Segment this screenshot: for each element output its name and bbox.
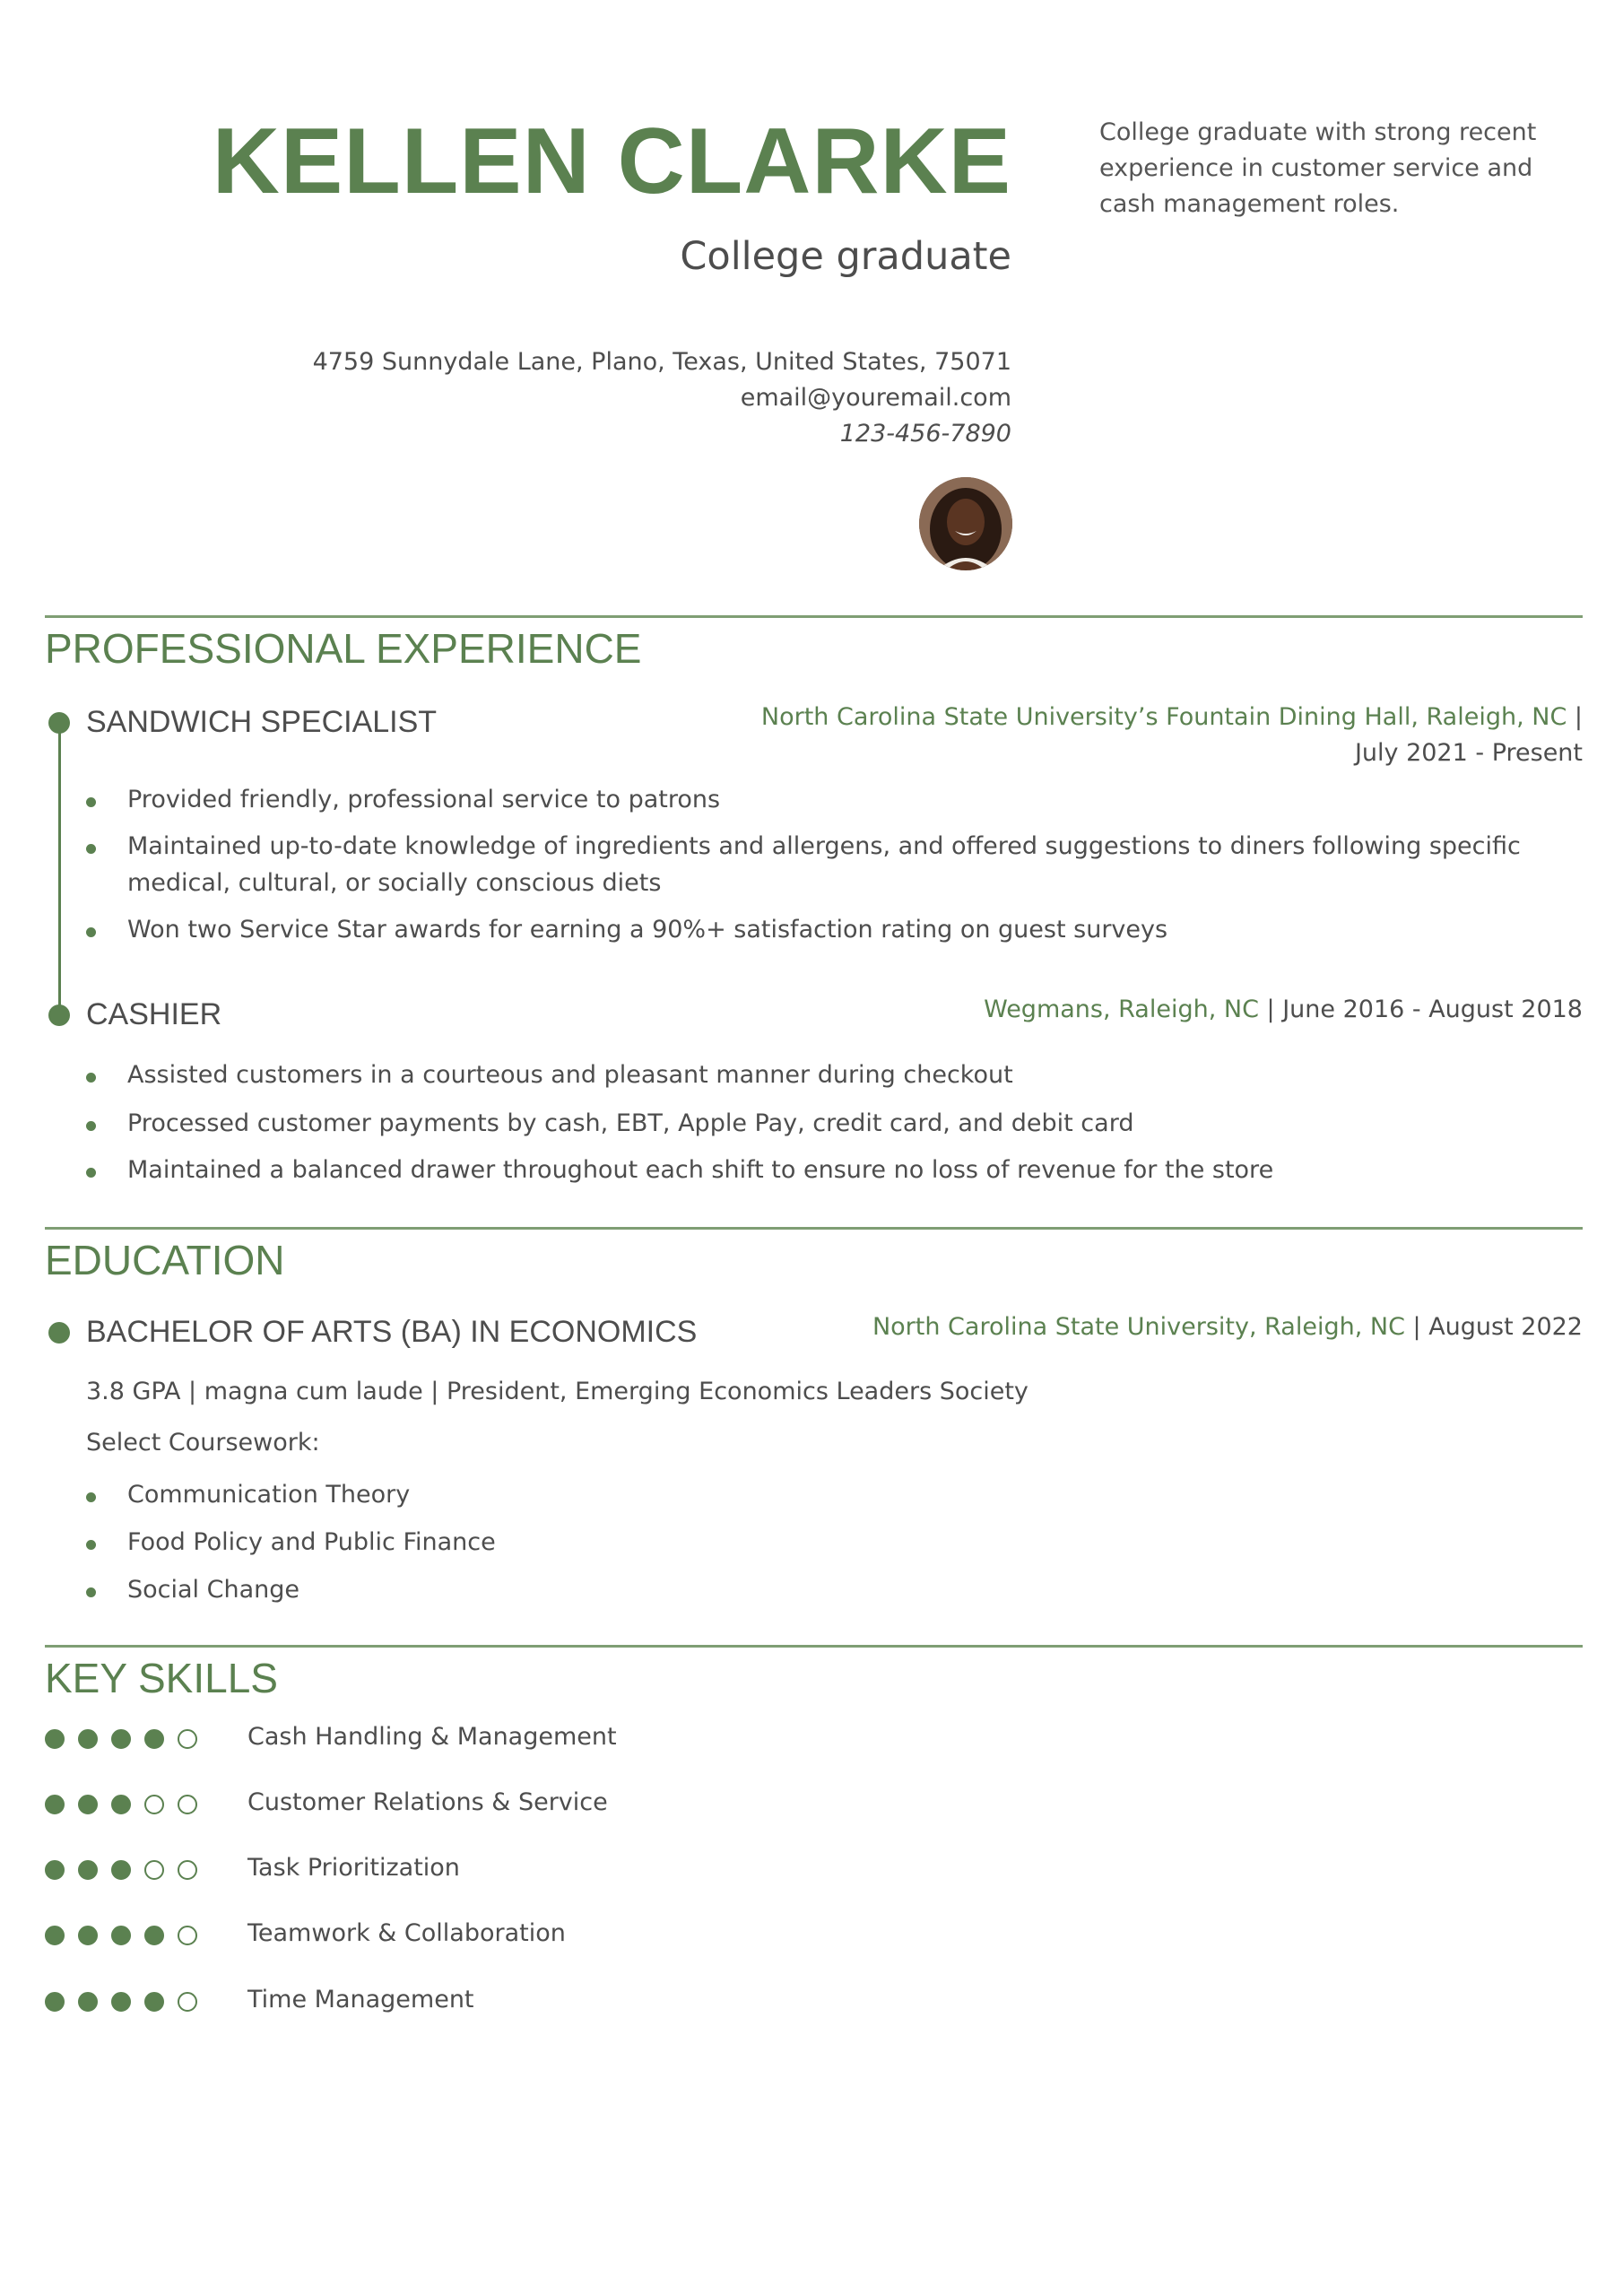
rating-dot-filled (78, 1926, 98, 1945)
list-item: Processed customer payments by cash, EBT… (86, 1105, 1584, 1142)
profile-photo-image (919, 477, 1012, 570)
job-title: CASHIER (86, 997, 222, 1031)
section-title-education: EDUCATION (45, 1237, 285, 1283)
skill-label: Customer Relations & Service (247, 1788, 608, 1816)
education-meta: North Carolina State University, Raleigh… (872, 1309, 1583, 1345)
section-divider (45, 615, 1583, 618)
skill-label: Teamwork & Collaboration (247, 1919, 566, 1947)
job-title: SANDWICH SPECIALIST (86, 705, 438, 739)
contact-block: 4759 Sunnydale Lane, Plano, Texas, Unite… (313, 344, 1011, 452)
list-item: Maintained up-to-date knowledge of ingre… (86, 828, 1584, 901)
list-item: Communication Theory (86, 1476, 1584, 1513)
rating-dot-filled (45, 1729, 65, 1749)
list-item: Food Policy and Public Finance (86, 1524, 1584, 1561)
meta-separator: | (1258, 996, 1283, 1023)
section-divider (45, 1227, 1583, 1230)
section-divider (45, 1645, 1583, 1648)
job-meta: Wegmans, Raleigh, NC | June 2016 - Augus… (984, 992, 1583, 1028)
rating-dot-filled (144, 1992, 164, 2012)
job-meta: North Carolina State University’s Founta… (761, 700, 1583, 771)
candidate-headline: College graduate (680, 234, 1011, 279)
degree-title: BACHELOR OF ARTS (BA) IN ECONOMICS (86, 1315, 698, 1349)
job-employer: North Carolina State University’s Founta… (760, 703, 1567, 731)
rating-dot-filled (111, 1992, 131, 2012)
profile-photo (919, 477, 1012, 570)
rating-dot-empty (178, 1860, 197, 1880)
section-title-skills: KEY SKILLS (45, 1655, 278, 1701)
summary-text: College graduate with strong recent expe… (1099, 118, 1537, 218)
rating-dot-filled (78, 1795, 98, 1814)
rating-dot-filled (111, 1795, 131, 1814)
timeline-node (48, 1004, 70, 1026)
rating-dot-filled (45, 1992, 65, 2012)
rating-dot-filled (45, 1860, 65, 1880)
timeline-line (58, 723, 61, 1015)
rating-dot-filled (78, 1729, 98, 1749)
job-dates: July 2021 - Present (1354, 739, 1583, 767)
rating-dot-filled (144, 1729, 164, 1749)
rating-dot-empty (178, 1729, 197, 1749)
timeline-node (48, 712, 70, 734)
meta-separator: | (1404, 1313, 1429, 1341)
list-item: Social Change (86, 1571, 1584, 1608)
skill-label: Task Prioritization (247, 1854, 460, 1882)
timeline-node (48, 1322, 70, 1344)
rating-dot-filled (111, 1926, 131, 1945)
coursework-list: Communication Theory Food Policy and Pub… (86, 1476, 1584, 1608)
list-item: Assisted customers in a courteous and pl… (86, 1057, 1584, 1093)
rating-dot-empty (144, 1795, 164, 1814)
skill-label: Time Management (247, 1986, 474, 2013)
list-item: Won two Service Star awards for earning … (86, 911, 1584, 948)
rating-dot-filled (78, 1860, 98, 1880)
rating-dot-filled (111, 1729, 131, 1749)
job-bullet-list: Assisted customers in a courteous and pl… (86, 1057, 1584, 1188)
rating-dot-empty (178, 1992, 197, 2012)
job-bullet-list: Provided friendly, professional service … (86, 781, 1584, 948)
job-dates: June 2016 - August 2018 (1282, 996, 1583, 1023)
candidate-name: KELLEN CLARKE (212, 109, 1011, 213)
rating-dot-filled (144, 1926, 164, 1945)
rating-dot-filled (45, 1926, 65, 1945)
school-name: North Carolina State University, Raleigh… (872, 1313, 1405, 1341)
phone-text: 123-456-7890 (839, 420, 1011, 448)
rating-dot-empty (178, 1926, 197, 1945)
education-details: 3.8 GPA | magna cum laude | President, E… (86, 1378, 1028, 1405)
graduation-date: August 2022 (1428, 1313, 1583, 1341)
list-item: Provided friendly, professional service … (86, 781, 1584, 818)
skill-label: Cash Handling & Management (247, 1723, 617, 1751)
email-text: email@youremail.com (740, 384, 1011, 412)
meta-separator: | (1567, 703, 1583, 731)
list-item: Maintained a balanced drawer throughout … (86, 1152, 1584, 1188)
rating-dot-empty (144, 1860, 164, 1880)
rating-dot-empty (178, 1795, 197, 1814)
rating-dot-filled (45, 1795, 65, 1814)
section-title-experience: PROFESSIONAL EXPERIENCE (45, 625, 642, 672)
rating-dot-filled (111, 1860, 131, 1880)
rating-dot-filled (78, 1992, 98, 2012)
address-text: 4759 Sunnydale Lane, Plano, Texas, Unite… (312, 348, 1011, 376)
job-employer: Wegmans, Raleigh, NC (984, 996, 1259, 1023)
coursework-label: Select Coursework: (86, 1429, 320, 1457)
